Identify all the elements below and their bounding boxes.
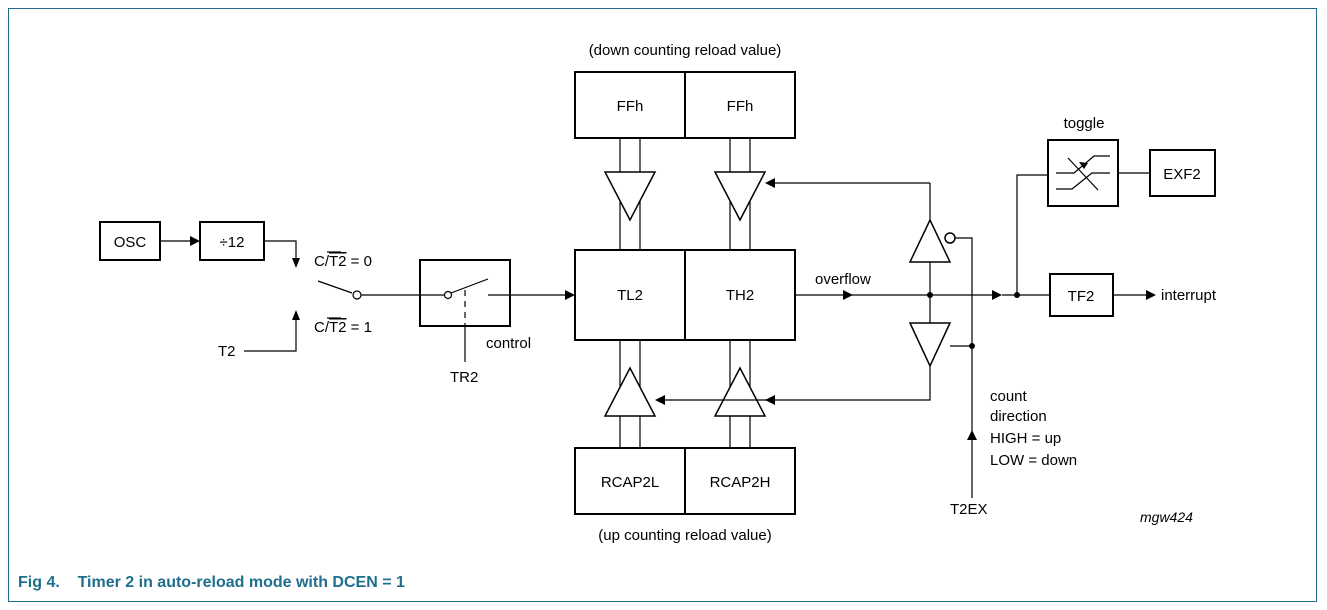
ffh-low-label: FFh	[617, 98, 644, 115]
low-down-label: LOW = down	[990, 452, 1077, 469]
rcap2h-box	[684, 447, 796, 515]
ffh-high-buffer	[713, 171, 767, 222]
count-label: count	[990, 388, 1028, 405]
tr2-label: TR2	[450, 369, 478, 386]
inverter-bubble	[944, 232, 956, 244]
ct2-0-label: C/T2 = 0	[314, 253, 372, 270]
exf2-label: EXF2	[1163, 166, 1201, 183]
overflow-label: overflow	[815, 271, 871, 288]
th2-box	[684, 249, 796, 341]
direction-label: direction	[990, 408, 1047, 425]
t2ex-label: T2EX	[950, 501, 988, 518]
rcap2l-box	[574, 447, 686, 515]
divide-by-12-label: ÷12	[220, 234, 245, 251]
toggle-label: toggle	[1064, 115, 1105, 132]
selector-switch-pivot	[352, 290, 362, 300]
divide-by-12-box	[199, 221, 265, 261]
ffh-low-buffer	[603, 171, 657, 222]
osc-label: OSC	[114, 234, 147, 251]
figure-caption: Fig 4. Timer 2 in auto-reload mode with …	[18, 574, 405, 592]
ffh-high-label: FFh	[727, 98, 754, 115]
up-count-enable-buffer	[908, 322, 952, 368]
exf2-box	[1149, 149, 1216, 197]
caption-text: Timer 2 in auto-reload mode with DCEN = …	[77, 574, 405, 591]
down-count-enable-buffer	[908, 218, 952, 263]
interrupt-label: interrupt	[1161, 287, 1217, 304]
tf2-box	[1049, 273, 1114, 317]
rcap2l-buffer	[603, 366, 657, 417]
up-reload-label: (up counting reload value)	[598, 527, 771, 544]
th2-label: TH2	[726, 287, 754, 304]
tf2-label: TF2	[1068, 288, 1095, 305]
tl2-label: TL2	[617, 287, 643, 304]
down-reload-label: (down counting reload value)	[589, 42, 782, 59]
tl2-box	[574, 249, 686, 341]
caption-number: Fig 4.	[18, 574, 60, 591]
control-label: control	[486, 335, 531, 352]
ct2-1-label: C/T2 = 1	[314, 319, 372, 336]
osc-box	[99, 221, 161, 261]
rcap2l-label: RCAP2L	[601, 474, 659, 491]
high-up-label: HIGH = up	[990, 430, 1061, 447]
reference-id: mgw424	[1140, 509, 1193, 525]
rcap2h-buffer	[713, 366, 767, 417]
t2-label: T2	[218, 343, 236, 360]
ffh-high-box	[684, 71, 796, 139]
rcap2h-label: RCAP2H	[710, 474, 771, 491]
